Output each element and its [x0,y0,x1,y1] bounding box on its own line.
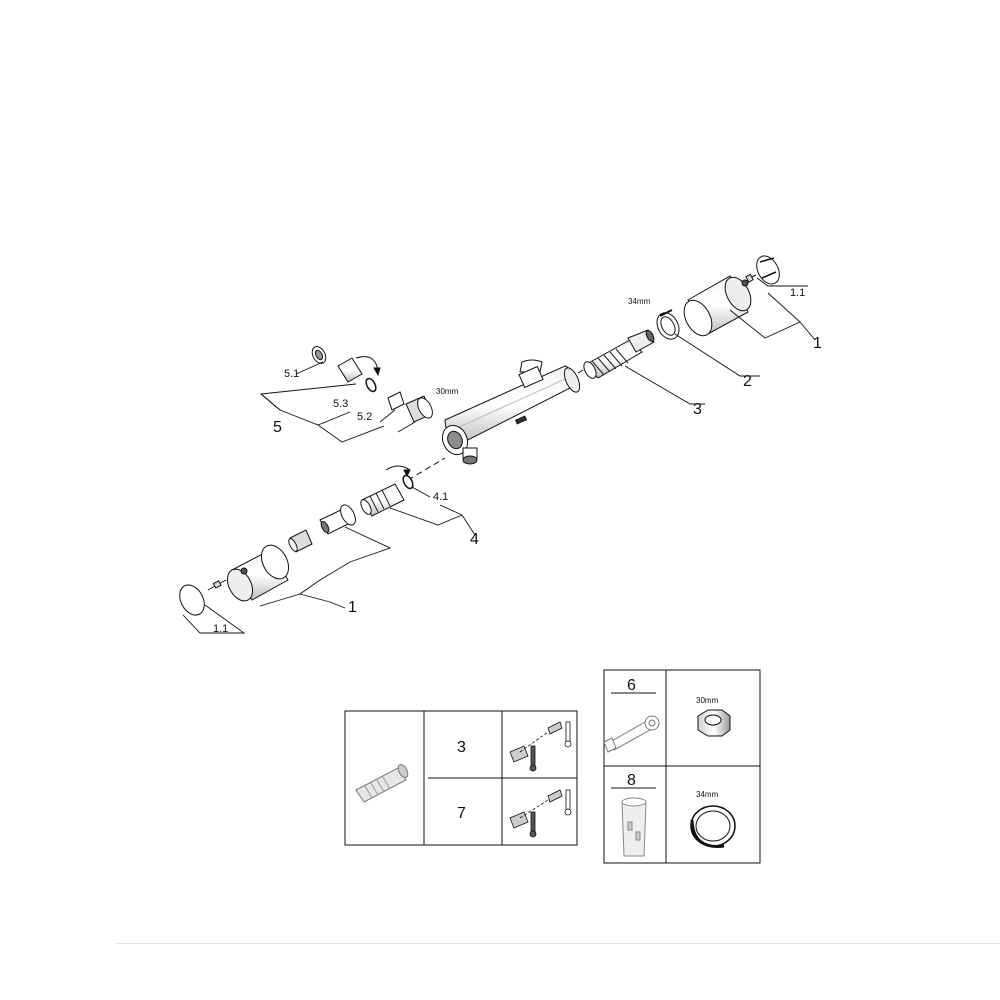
spare-parts-table-left: 3 7 [344,710,578,846]
o-ring-part-4-1 [402,474,414,490]
handle-bottom-part-1 [226,504,356,602]
callout-4: 4 [470,531,479,548]
size-30mm-label: 30mm [696,696,719,705]
cap-top-part-1-1 [745,255,780,285]
footer-divider [115,943,1000,944]
cap-bottom-part-1-1 [179,579,227,616]
size-label-34mm: 34mm [628,297,651,306]
callout-1-1-bottom: 1.1 [213,623,228,635]
cartridge-thermometer-icon-row-7 [509,789,572,838]
elbow-group-part-5 [311,346,433,423]
cartridge-thermometer-icon-row-3 [509,721,572,772]
callout-5: 5 [273,419,282,436]
callout-5-2: 5.2 [357,411,372,423]
nut-30mm-icon [697,709,731,737]
ring-part-2 [656,309,680,340]
cartridge-spare-icon [355,764,409,803]
callout-5-1: 5.1 [284,368,299,380]
leader-lines [182,277,816,634]
size-34mm-label: 34mm [696,790,719,799]
cartridge-part-3 [583,329,655,379]
insert-tool-icon [621,797,647,857]
callout-1-bottom: 1 [348,599,357,616]
callout-1-top: 1 [813,335,822,352]
callout-2: 2 [743,373,752,390]
callout-labels: 1.1 1 2 3 4.1 4 5.1 5.3 5.2 5 1 1.1 34mm… [213,287,822,635]
ring-34mm-icon [690,805,736,848]
spare-parts-table-right: 6 8 30mm 34mm [603,669,761,864]
callout-5-3: 5.3 [333,398,348,410]
mixer-body [441,359,581,465]
callout-1-1-top: 1.1 [790,287,805,299]
size-label-30mm: 30mm [436,387,459,396]
spare-row-number-7: 7 [457,805,466,822]
cartridge-part-4 [360,465,411,517]
spare-cell-number-8: 8 [627,772,636,789]
spare-cell-number-6: 6 [627,677,636,694]
handle-top-part-1 [683,275,752,337]
callout-4-1: 4.1 [433,491,448,503]
callout-3: 3 [693,401,702,418]
spare-row-number-3: 3 [457,739,466,756]
wrench-icon [603,715,660,753]
